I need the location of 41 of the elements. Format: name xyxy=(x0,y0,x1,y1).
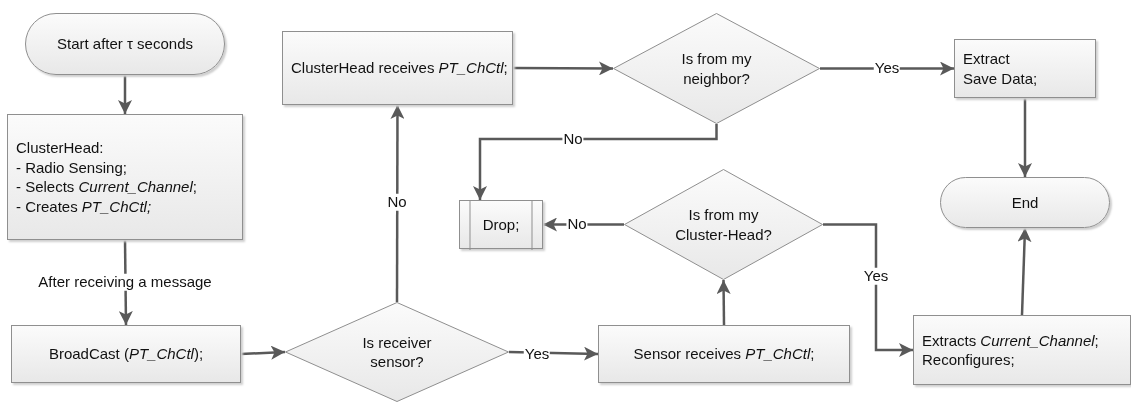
decision-diamond xyxy=(285,302,509,402)
node-text: Start after τ seconds xyxy=(57,34,193,54)
arrow xyxy=(390,105,405,302)
node-text: Drop; xyxy=(482,214,520,235)
node-text: - Selects Current_Channel; xyxy=(16,177,197,197)
node-text: BroadCast (PT_ChCtl); xyxy=(48,344,204,364)
edge-label: After receiving a message xyxy=(37,273,213,291)
node-text: - Creates PT_ChCtl; xyxy=(16,196,152,216)
terminator-shape xyxy=(25,13,225,75)
arrow xyxy=(118,75,132,114)
node-text: Reconfigures; xyxy=(922,350,1015,370)
node-text: Is receiver sensor? xyxy=(361,332,433,372)
edge-label: Yes xyxy=(862,267,890,285)
node-text: Extracts Current_Channel; xyxy=(922,330,1099,350)
node-text: Sensor receives PT_ChCtl; xyxy=(633,344,815,364)
decision-diamond xyxy=(624,169,823,280)
process-box xyxy=(282,31,513,105)
node-text: ClusterHead: xyxy=(16,138,104,158)
arrow xyxy=(1018,98,1032,177)
process-box xyxy=(7,114,243,240)
node-text: - Radio Sensing; xyxy=(16,157,127,177)
process-box xyxy=(11,325,241,383)
node-text: Is from my neighbor? xyxy=(680,49,753,88)
node-text: Is from my Cluster-Head? xyxy=(674,205,773,244)
arrow xyxy=(1017,227,1032,316)
predefined-process-box xyxy=(459,200,543,249)
process-box xyxy=(954,39,1096,98)
process-box xyxy=(913,315,1131,385)
arrow xyxy=(473,124,718,200)
node-text: End xyxy=(1011,192,1039,213)
node-text: Extract xyxy=(963,49,1010,69)
process-box xyxy=(598,325,850,383)
arrow xyxy=(823,223,913,357)
node-text: ClusterHead receives PT_ChCtl; xyxy=(291,58,508,78)
arrow xyxy=(716,280,731,325)
decision-diamond xyxy=(613,13,820,124)
terminator-shape xyxy=(940,177,1110,228)
arrow xyxy=(240,345,286,360)
edge-label: No xyxy=(386,193,408,211)
node-text: Save Data; xyxy=(963,68,1038,88)
arrow xyxy=(513,61,613,76)
